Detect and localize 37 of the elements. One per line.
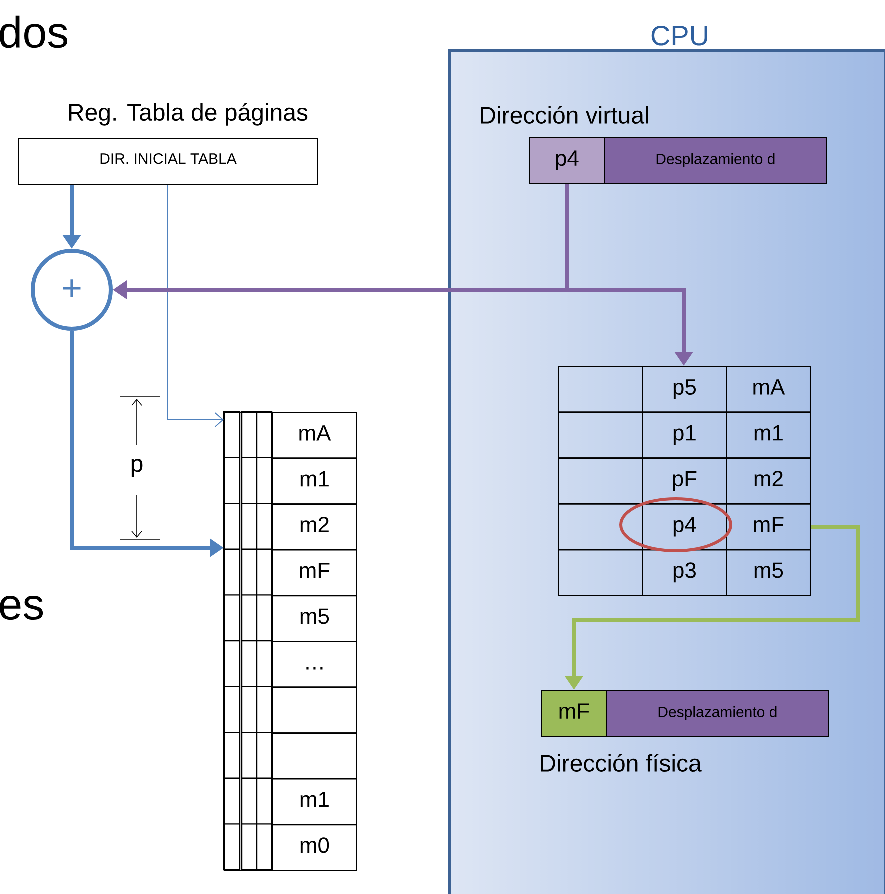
table-cell: p5 (642, 366, 728, 414)
table-cell: m2 (726, 458, 812, 505)
address-field: Desplazamiento d (604, 137, 828, 184)
table-cell: m1 (272, 778, 358, 826)
table-cell (558, 549, 644, 596)
label: Dirección física (541, 754, 702, 772)
table-cell: m5 (726, 549, 812, 596)
table-cell: m1 (726, 412, 812, 459)
table-cell: pF (642, 458, 728, 505)
slide-text: es (0, 596, 44, 620)
address-field: Desplazamiento d (606, 690, 830, 738)
table-cell: p4 (642, 503, 728, 551)
register-box: Reg. Tabla de páginas DIR. INICIAL TABLA (18, 103, 318, 186)
address-field: p4 (529, 137, 606, 184)
table-cell: m0 (272, 824, 358, 872)
label: Dirección virtual (481, 106, 648, 124)
table-cell (272, 732, 358, 780)
dimension-label: p (132, 459, 143, 477)
table-cell (272, 686, 358, 734)
table-cell: … (272, 641, 358, 688)
node-label: CPU (652, 26, 708, 46)
table-cell: p1 (642, 412, 728, 459)
table-cell (558, 458, 644, 505)
address-field: mF (541, 690, 608, 738)
node-label: Reg. Tabla de páginas (69, 103, 308, 126)
slide-text: dos (0, 16, 68, 48)
table-cell: mA (726, 366, 812, 414)
table-cell: mF (272, 549, 358, 597)
table-cell: mA (272, 412, 358, 460)
arrow (168, 185, 224, 428)
table-cell (558, 412, 644, 459)
table-cell: m2 (272, 504, 358, 551)
table-cell (558, 366, 644, 414)
table-cell: p3 (642, 549, 728, 596)
table-cell: m1 (272, 458, 358, 505)
table-cell: m5 (272, 595, 358, 642)
table-cell: mF (726, 503, 812, 551)
